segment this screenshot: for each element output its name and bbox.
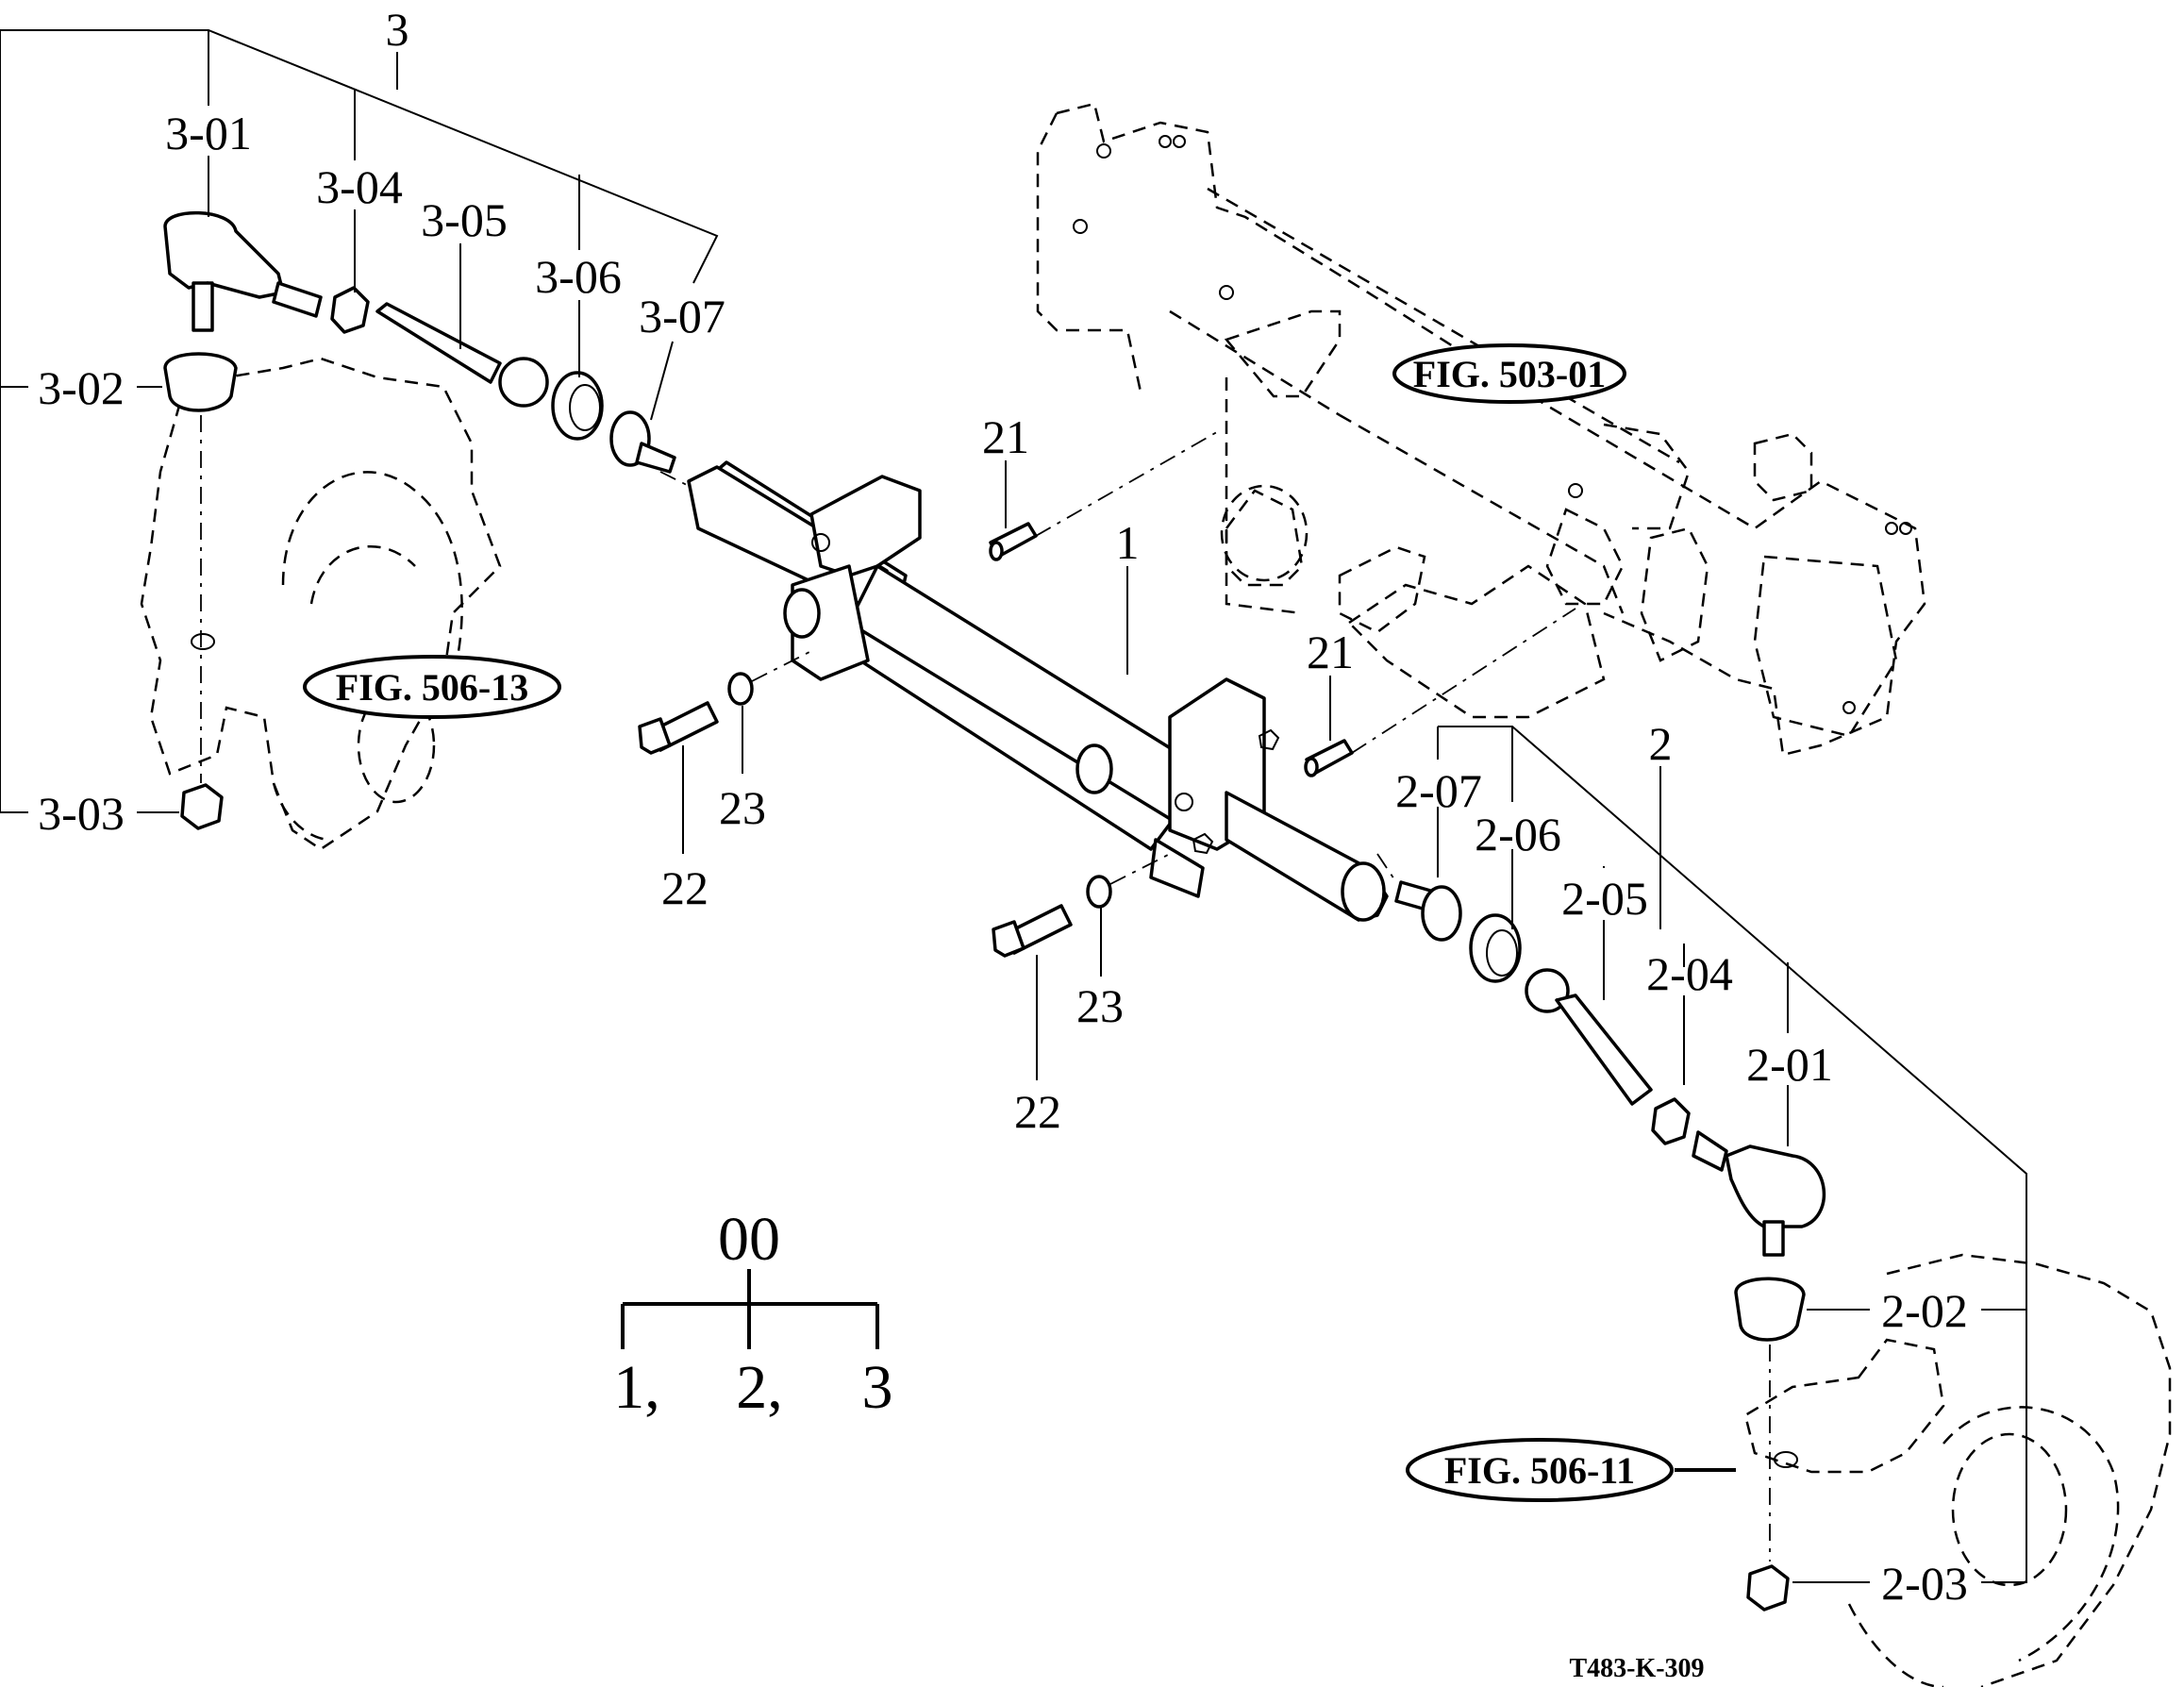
nut-3-04 <box>330 286 370 334</box>
callout-21-bottom: 21 <box>1307 626 1354 678</box>
callout-3-07: 3-07 <box>639 290 725 342</box>
callout-2: 2 <box>1649 717 1673 770</box>
fig-ref-506-11-label: FIG. 506-11 <box>1444 1449 1635 1492</box>
callout-2-06: 2-06 <box>1475 808 1561 860</box>
assembly-axis-lines <box>200 415 1771 1562</box>
callout-2-07: 2-07 <box>1395 764 1482 817</box>
ball-stud-2-05 <box>1525 968 1653 1106</box>
axle-housing-phantom <box>1036 102 1926 757</box>
seat-2-07 <box>1394 880 1462 942</box>
pin-21-bottom <box>1304 739 1354 777</box>
callout-22-left: 22 <box>661 861 709 914</box>
callout-23-left: 23 <box>719 781 766 834</box>
washer-23-left <box>727 672 754 706</box>
fig-ref-503-01[interactable]: FIG. 503-01 <box>1392 343 1626 404</box>
assembly-child-1: 1, <box>613 1353 660 1422</box>
seal-3-06 <box>551 371 604 441</box>
seat-3-07 <box>609 410 676 474</box>
callout-23-bottom: 23 <box>1076 979 1124 1032</box>
nut-2-03 <box>1746 1564 1790 1612</box>
callout-2-02: 2-02 <box>1881 1284 1968 1337</box>
callout-1: 1 <box>1116 516 1140 569</box>
assembly-child-3: 3 <box>862 1353 893 1422</box>
nut-3-03 <box>180 783 224 830</box>
callout-3: 3 <box>386 3 409 56</box>
callout-2-04: 2-04 <box>1646 947 1733 1000</box>
right-knuckle-phantom <box>1743 1253 2172 1687</box>
callout-3-04: 3-04 <box>316 160 403 213</box>
callout-2-05: 2-05 <box>1561 872 1648 925</box>
seal-2-06 <box>1469 913 1522 983</box>
fig-ref-506-13[interactable]: FIG. 506-13 <box>303 655 561 719</box>
dust-cover-3-02 <box>163 352 238 412</box>
fig-ref-503-01-label: FIG. 503-01 <box>1413 353 1606 395</box>
callout-3-02: 3-02 <box>38 361 125 414</box>
callout-3-06: 3-06 <box>535 250 622 303</box>
ball-stud-3-05 <box>375 302 549 408</box>
nut-2-04 <box>1651 1097 1691 1145</box>
callout-21-top: 21 <box>982 410 1029 463</box>
bolt-22-left <box>638 701 719 755</box>
left-knuckle-phantom <box>140 357 502 851</box>
callout-22-bottom: 22 <box>1014 1085 1061 1138</box>
washer-23-bottom <box>1086 875 1112 909</box>
pin-21-top <box>989 522 1038 561</box>
assembly-child-2: 2, <box>736 1353 783 1422</box>
drawing-code: T483-K-309 <box>1569 1654 1704 1683</box>
dust-cover-2-02 <box>1734 1277 1806 1342</box>
callout-3-05: 3-05 <box>421 193 508 246</box>
power-steering-cylinder <box>687 460 1389 922</box>
callout-3-01: 3-01 <box>165 107 252 159</box>
bolt-22-bottom <box>992 904 1073 958</box>
assembly-root-label: 00 <box>718 1205 780 1274</box>
tie-rod-end-3-01 <box>163 210 323 332</box>
callout-2-03: 2-03 <box>1881 1557 1968 1610</box>
fig-ref-506-11[interactable]: FIG. 506-11 <box>1406 1438 1674 1502</box>
callout-2-01: 2-01 <box>1746 1038 1833 1091</box>
leader-lines <box>0 29 2027 1583</box>
tie-rod-end-2-01 <box>1692 1130 1826 1257</box>
callout-3-03: 3-03 <box>38 787 125 840</box>
fig-ref-506-13-label: FIG. 506-13 <box>336 666 528 709</box>
